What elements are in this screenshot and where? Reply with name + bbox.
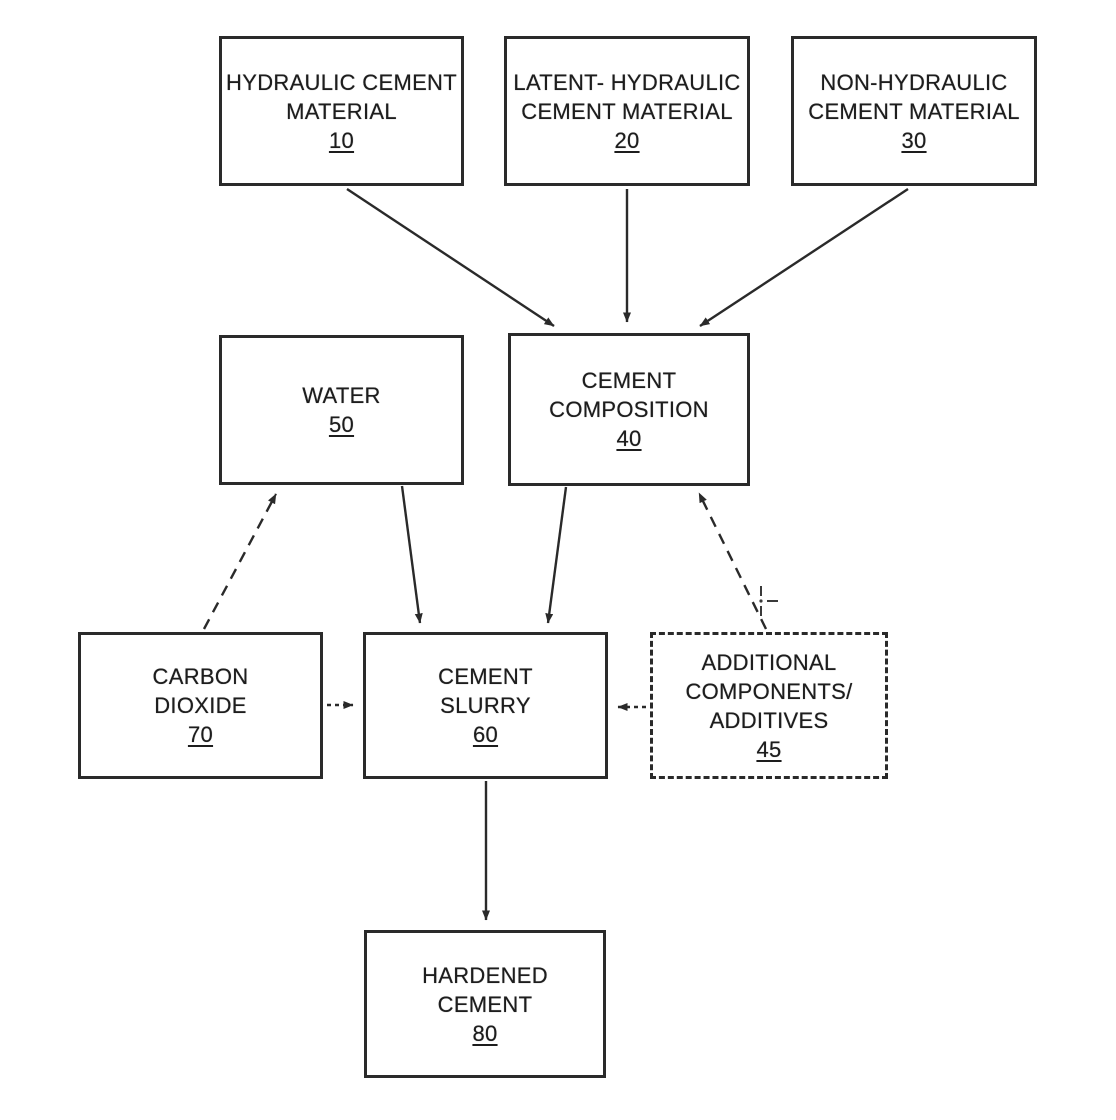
box-label-line: CEMENT: [438, 664, 533, 689]
box-hardened-cement: HARDENED CEMENT 80: [364, 930, 606, 1078]
box-ref-number: 45: [756, 736, 782, 762]
arrow-non-hydraulic-to-composition: [699, 187, 909, 328]
box-ref-number: 60: [472, 722, 499, 747]
box-label-line: CARBON: [152, 664, 249, 689]
box-label-line: LATENT- HYDRAULIC: [513, 69, 741, 95]
box-additional-components-additives: ADDITIONAL COMPONENTS/ ADDITIVES 45: [650, 632, 888, 779]
box-latent-hydraulic-cement-material: LATENT- HYDRAULIC CEMENT MATERIAL 20: [504, 36, 750, 186]
box-cement-composition: CEMENT COMPOSITION 40: [508, 333, 750, 486]
box-label-line: CEMENT: [437, 991, 533, 1017]
box-label-line: DIOXIDE: [154, 693, 247, 718]
arrow-additives-to-composition: [697, 492, 768, 630]
box-label-line: ADDITIVES: [709, 707, 829, 733]
arrow-carbon-dioxide-to-water: [202, 493, 278, 630]
box-ref-number: 30: [901, 127, 927, 153]
box-label-line: CEMENT: [581, 368, 677, 393]
box-label-line: MATERIAL: [286, 98, 397, 124]
box-ref-number: 10: [328, 127, 355, 153]
box-label-line: COMPOSITION: [549, 397, 709, 422]
box-ref-number: 40: [616, 426, 642, 451]
box-label-line: ADDITIONAL: [701, 649, 837, 675]
box-label-line: HYDRAULIC CEMENT: [226, 69, 457, 95]
box-label-line: CEMENT MATERIAL: [808, 98, 1020, 124]
box-cement-slurry: CEMENT SLURRY 60: [363, 632, 608, 779]
box-label-line: NON-HYDRAULIC: [820, 69, 1008, 95]
arrow-water-to-slurry: [400, 485, 423, 624]
box-label-line: HARDENED: [422, 962, 548, 988]
box-label-line: WATER: [302, 383, 381, 408]
box-label-line: COMPONENTS/: [685, 678, 853, 704]
crosshair-mark: [759, 586, 778, 616]
arrow-composition-to-slurry: [545, 486, 568, 624]
box-ref-number: 70: [187, 722, 214, 747]
box-ref-number: 50: [328, 412, 355, 437]
box-carbon-dioxide: CARBON DIOXIDE 70: [78, 632, 323, 779]
box-water: WATER 50: [219, 335, 464, 485]
box-hydraulic-cement-material: HYDRAULIC CEMENT MATERIAL 10: [219, 36, 464, 186]
box-non-hydraulic-cement-material: NON-HYDRAULIC CEMENT MATERIAL 30: [791, 36, 1037, 186]
box-ref-number: 80: [472, 1020, 498, 1046]
arrow-hydraulic-cement-to-composition: [346, 187, 555, 328]
box-label-line: SLURRY: [440, 693, 531, 718]
box-label-line: CEMENT MATERIAL: [521, 98, 733, 124]
box-ref-number: 20: [614, 127, 640, 153]
